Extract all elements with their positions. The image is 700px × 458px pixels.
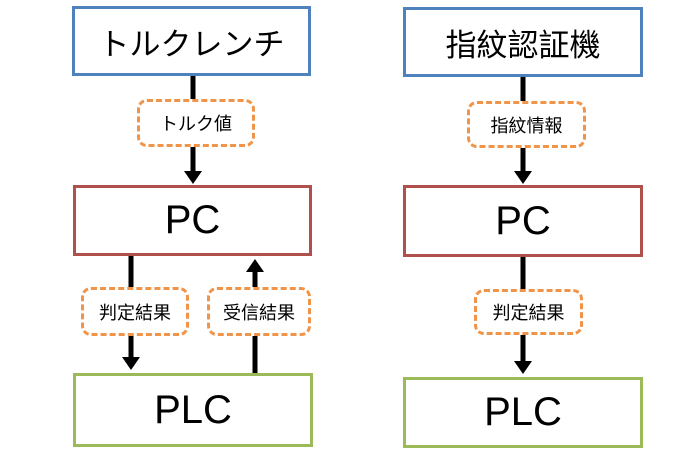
arrow-head-icon [122,357,140,370]
plc-label-right: PLC [484,390,562,434]
judgment-result-label-right: 判定結果 [474,289,583,335]
fingerprint-info-label: 指紋情報 [467,101,586,148]
arrow-head-icon [246,259,264,272]
plc-label-left: PLC [154,387,232,432]
pc-box-right: PC [403,185,643,257]
torque-wrench-box: トルクレンチ [72,6,311,76]
fingerprint-device-box: 指紋認証機 [403,7,643,77]
plc-box-right: PLC [403,377,643,448]
received-result-text: 受信結果 [223,302,295,323]
arrow-head-icon [184,171,202,184]
judgment-result-text-left: 判定結果 [99,302,171,323]
torque-wrench-label: トルクレンチ [98,26,285,62]
fingerprint-device-label: 指紋認証機 [445,27,601,63]
pc-label-left: PC [164,198,221,242]
torque-value-label: トルク値 [137,99,255,147]
judgment-result-label-left: 判定結果 [81,287,189,336]
judgment-result-text-right: 判定結果 [492,303,565,323]
received-result-label: 受信結果 [207,287,311,336]
arrow-head-icon [514,361,532,374]
fingerprint-info-text: 指紋情報 [490,115,563,136]
pc-label-right: PC [495,198,551,243]
plc-box-left: PLC [73,373,313,447]
torque-value-text: トルク値 [160,114,232,134]
pc-box-left: PC [73,185,312,256]
arrow-head-icon [514,171,532,184]
